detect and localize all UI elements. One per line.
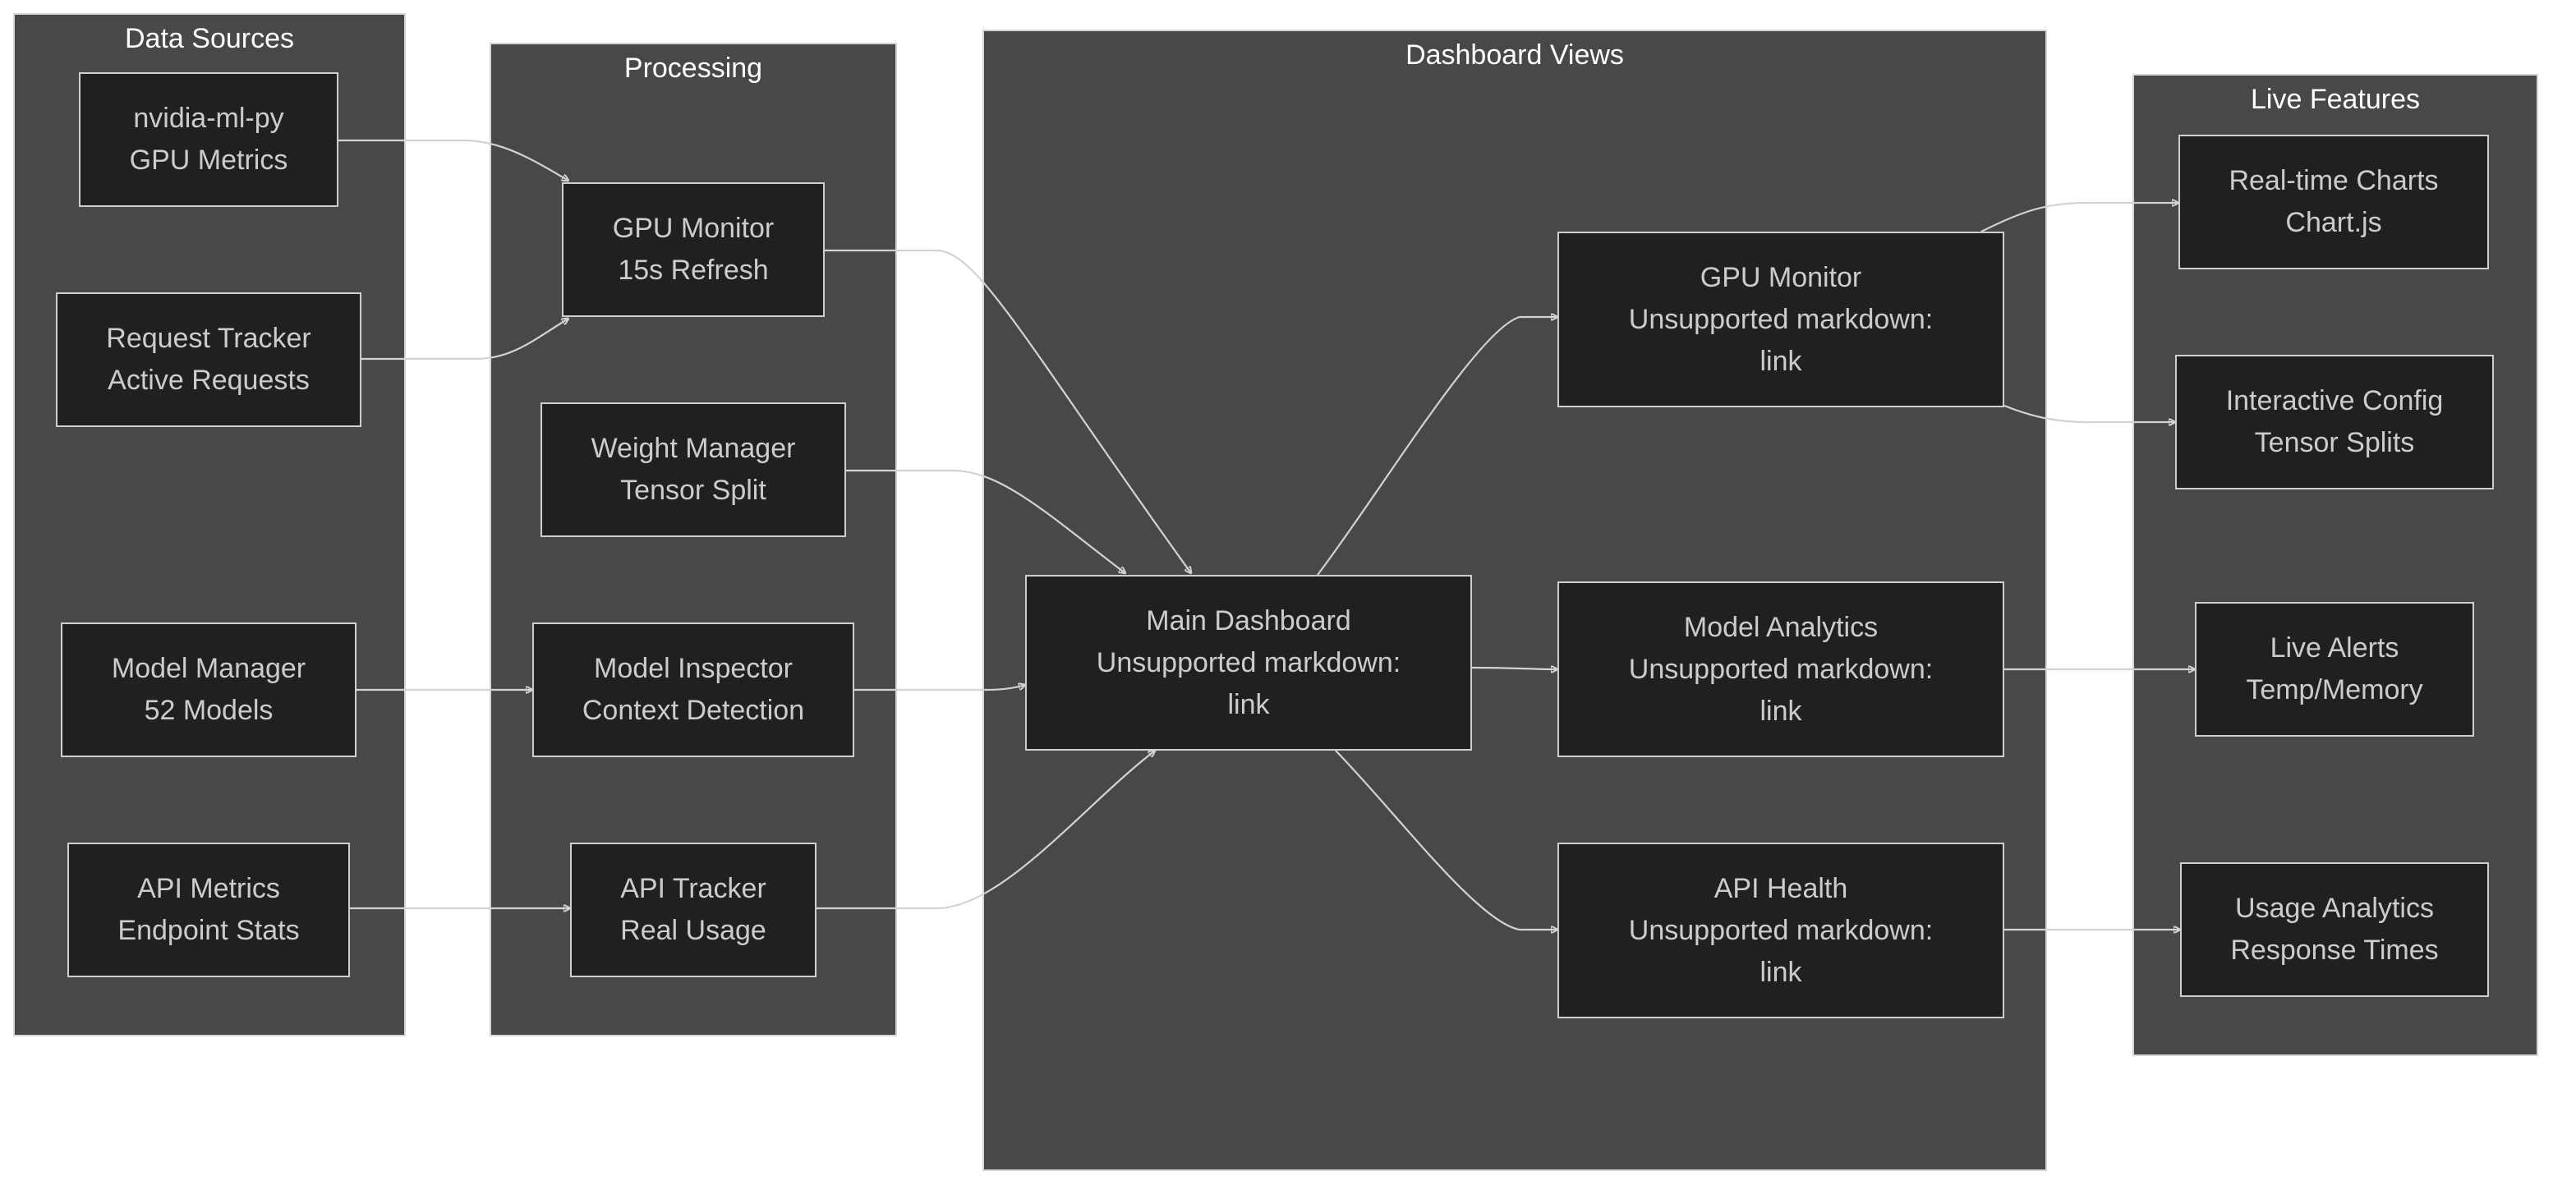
node-api-tracker-line1: API Tracker <box>620 873 766 904</box>
node-interactive-config: Interactive Config Tensor Splits <box>2175 355 2494 489</box>
node-gpu-monitor-view-line3: link <box>1760 345 1802 377</box>
group-title-data-sources: Data Sources <box>125 23 294 54</box>
node-model-inspector: Model Inspector Context Detection <box>532 622 854 757</box>
edge-request-tracker-to-gpu-monitor <box>361 319 568 361</box>
node-model-analytics-line1: Model Analytics <box>1683 611 1879 643</box>
node-usage-analytics-line2: Response Times <box>2230 935 2439 966</box>
node-api-health-line2: Unsupported markdown: <box>1628 914 1934 946</box>
node-nvidia-ml-py-line1: nvidia-ml-py <box>133 103 284 134</box>
edge-gpu-monitor-view-to-realtime-charts <box>1980 203 2178 232</box>
node-api-metrics-line2: Endpoint Stats <box>117 915 300 946</box>
node-model-manager-line1: Model Manager <box>111 653 306 684</box>
node-weight-manager-line1: Weight Manager <box>591 433 796 464</box>
node-model-inspector-line2: Context Detection <box>582 695 805 726</box>
node-usage-analytics: Usage Analytics Response Times <box>2180 862 2489 997</box>
edge-gpu-monitor-to-main-dashboard <box>825 249 1191 573</box>
node-gpu-monitor-processing-line2: 15s Refresh <box>618 255 769 286</box>
node-main-dashboard: Main Dashboard Unsupported markdown: lin… <box>1025 575 1472 751</box>
edge-main-dashboard-to-gpu-monitor-view <box>1317 317 1557 576</box>
node-model-analytics: Model Analytics Unsupported markdown: li… <box>1557 581 2004 757</box>
node-nvidia-ml-py-line2: GPU Metrics <box>129 145 288 176</box>
node-api-tracker-line2: Real Usage <box>620 915 766 946</box>
node-main-dashboard-line3: link <box>1227 688 1270 720</box>
edge-weight-manager-to-main-dashboard <box>846 469 1125 573</box>
node-main-dashboard-line1: Main Dashboard <box>1146 604 1351 636</box>
edge-gpu-monitor-view-to-interactive-config <box>2003 404 2175 422</box>
node-api-metrics-line1: API Metrics <box>137 873 280 904</box>
node-live-alerts: Live Alerts Temp/Memory <box>2195 602 2474 737</box>
edge-main-dashboard-to-model-analytics <box>1471 668 1557 669</box>
node-api-tracker: API Tracker Real Usage <box>570 843 816 977</box>
node-gpu-monitor-view: GPU Monitor Unsupported markdown: link <box>1557 232 2004 407</box>
node-model-analytics-line3: link <box>1760 695 1802 727</box>
node-api-health-line1: API Health <box>1714 872 1848 904</box>
node-api-metrics: API Metrics Endpoint Stats <box>67 843 350 977</box>
node-api-health: API Health Unsupported markdown: link <box>1557 843 2004 1018</box>
node-request-tracker: Request Tracker Active Requests <box>56 292 361 427</box>
edge-api-tracker-to-main-dashboard <box>816 751 1155 910</box>
node-gpu-monitor-processing-line1: GPU Monitor <box>612 213 775 244</box>
node-interactive-config-line1: Interactive Config <box>2225 385 2444 416</box>
node-live-alerts-line2: Temp/Memory <box>2246 674 2423 705</box>
node-gpu-monitor-view-line2: Unsupported markdown: <box>1628 303 1934 335</box>
node-weight-manager-line2: Tensor Split <box>620 475 766 506</box>
node-model-inspector-line1: Model Inspector <box>594 653 793 684</box>
node-request-tracker-line2: Active Requests <box>108 365 310 396</box>
group-title-dashboard-views: Dashboard Views <box>1405 39 1624 71</box>
node-interactive-config-line2: Tensor Splits <box>2254 427 2415 458</box>
node-live-alerts-line1: Live Alerts <box>2270 632 2399 664</box>
node-gpu-monitor-view-line1: GPU Monitor <box>1700 261 1862 293</box>
node-weight-manager: Weight Manager Tensor Split <box>540 402 846 537</box>
node-model-manager-line2: 52 Models <box>144 695 274 726</box>
group-title-processing: Processing <box>623 53 763 84</box>
edge-main-dashboard-to-api-health <box>1335 750 1557 930</box>
node-gpu-monitor-processing: GPU Monitor 15s Refresh <box>562 182 825 317</box>
node-realtime-charts: Real-time Charts Chart.js <box>2178 135 2489 269</box>
node-nvidia-ml-py: nvidia-ml-py GPU Metrics <box>79 72 338 207</box>
node-request-tracker-line1: Request Tracker <box>106 323 311 354</box>
node-realtime-charts-line2: Chart.js <box>2285 207 2382 238</box>
node-usage-analytics-line1: Usage Analytics <box>2235 893 2434 924</box>
node-main-dashboard-line2: Unsupported markdown: <box>1096 646 1401 678</box>
node-realtime-charts-line1: Real-time Charts <box>2229 165 2439 196</box>
node-model-analytics-line2: Unsupported markdown: <box>1628 653 1934 685</box>
group-title-live-features: Live Features <box>2251 84 2420 115</box>
edge-nvidia-ml-py-to-gpu-monitor <box>338 139 568 181</box>
node-model-manager: Model Manager 52 Models <box>61 622 356 757</box>
edge-model-inspector-to-main-dashboard <box>854 685 1025 691</box>
node-api-health-line3: link <box>1760 956 1802 988</box>
